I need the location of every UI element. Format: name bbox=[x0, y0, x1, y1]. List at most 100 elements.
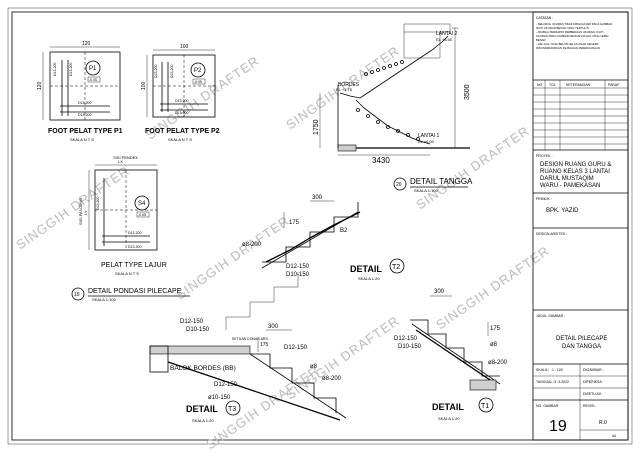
svg-text:DAN TANGGA: DAN TANGGA bbox=[562, 344, 601, 350]
footing-s4-title: PELAT TYPE LAJUR bbox=[101, 262, 167, 269]
tag-p1: P1 bbox=[89, 66, 97, 72]
svg-text:100: 100 bbox=[180, 44, 189, 50]
svg-text:DIGAMBAR :: DIGAMBAR : bbox=[583, 368, 604, 372]
svg-text:LANTAI 1: LANTAI 1 bbox=[418, 133, 440, 139]
svg-text:3 -3-2022: 3 -3-2022 bbox=[554, 380, 569, 384]
svg-text:D13-200: D13-200 bbox=[128, 231, 141, 235]
svg-text:- SELURUH UKURAN TIDAK DIBACA: - SELURUH UKURAN TIDAK DIBACA DARI PADA … bbox=[536, 22, 613, 26]
svg-text:DESIGN ARSITEK :: DESIGN ARSITEK : bbox=[536, 232, 567, 236]
svg-text:ø8-200: ø8-200 bbox=[242, 242, 262, 248]
svg-text:D13-200: D13-200 bbox=[78, 113, 91, 117]
detail-t3-title: DETAIL bbox=[186, 404, 218, 414]
footing-p2: 100 100 P2 -0.05 D13-200 D13-200 D13-200… bbox=[141, 44, 220, 142]
svg-text:D12-150: D12-150 bbox=[286, 264, 310, 270]
svg-text:NO: NO bbox=[537, 83, 543, 87]
svg-text:D12-150: D12-150 bbox=[180, 319, 204, 325]
svg-text:120: 120 bbox=[37, 81, 43, 90]
svg-text:D13-200: D13-200 bbox=[170, 65, 174, 78]
watermark-7: SINGGIH DRAFTER bbox=[433, 243, 552, 333]
svg-text:SKALA 1:100: SKALA 1:100 bbox=[92, 297, 117, 302]
svg-text:LX: LX bbox=[118, 159, 123, 164]
svg-text:LANTAI 2: LANTAI 2 bbox=[436, 31, 458, 37]
svg-text:NO. GAMBAR: NO. GAMBAR bbox=[536, 404, 559, 408]
drawing-title-1: DETAIL PILECAPE bbox=[556, 336, 607, 342]
svg-text:D12-150: D12-150 bbox=[394, 336, 418, 342]
stair-plan-marks bbox=[356, 60, 420, 141]
stair-dim-width: 3430 bbox=[372, 156, 390, 165]
detail-pondasi-label: 19 DETAIL PONDASI PILECAPE SKALA 1:100 bbox=[71, 287, 190, 302]
detail-t3: 300 175 D12-150 D10-150 BALOK BORDES (BB… bbox=[149, 272, 347, 423]
svg-text:-0.05: -0.05 bbox=[194, 80, 202, 84]
svg-text:UKURAN PADA GAMBAR DENGAN SKAL: UKURAN PADA GAMBAR DENGAN SKALA YANG LEB… bbox=[536, 34, 608, 38]
footing-s4: LX SISI PENDEK LY SISI PANJANG S4 -0.05 … bbox=[78, 155, 167, 276]
svg-text:-0.05: -0.05 bbox=[89, 78, 97, 82]
outer-frame bbox=[7, 7, 633, 445]
svg-text:EL +1.75: EL +1.75 bbox=[336, 87, 353, 92]
svg-text:ø8-200: ø8-200 bbox=[488, 360, 508, 366]
owner-name: BPK. YAZID bbox=[546, 208, 579, 214]
stair-dim-height: 3500 bbox=[464, 84, 471, 100]
svg-text:D13-200: D13-200 bbox=[69, 63, 73, 76]
svg-text:- APABILA TERDAPAT PERBEDAAN U: - APABILA TERDAPAT PERBEDAAN UKURAN, IKU… bbox=[536, 30, 604, 34]
stair-plan: 3500 1750 3430 LANTAI 2 EL +3.50 BORDES … bbox=[313, 23, 471, 165]
svg-text:175: 175 bbox=[260, 342, 269, 348]
svg-text:TANGGAL :: TANGGAL : bbox=[536, 380, 554, 384]
svg-text:BORDES: BORDES bbox=[338, 82, 360, 88]
detail-tangga-title: DETAIL TANGGA bbox=[410, 177, 473, 186]
detail-t1: 300 175 D12-150 D10-150 ø8 ø8-200 DETAIL… bbox=[394, 289, 508, 421]
svg-text:LY: LY bbox=[83, 210, 88, 215]
svg-text:SKALA N T S: SKALA N T S bbox=[70, 137, 94, 142]
svg-text:SKALA 1:20: SKALA 1:20 bbox=[192, 418, 214, 423]
detail-t3-tag: T3 bbox=[228, 406, 236, 413]
svg-text:PROYEK :: PROYEK : bbox=[536, 154, 553, 158]
svg-text:PEMILIK :: PEMILIK : bbox=[536, 197, 552, 201]
svg-text:EL ±0.00: EL ±0.00 bbox=[418, 139, 435, 144]
svg-text:CATATAN :: CATATAN : bbox=[536, 16, 553, 20]
svg-text:ø8: ø8 bbox=[490, 342, 498, 348]
svg-text:19: 19 bbox=[74, 292, 80, 298]
svg-text:DARUL MUSTAQIM: DARUL MUSTAQIM bbox=[540, 176, 594, 182]
svg-text:SETUAN DONAR ARS: SETUAN DONAR ARS bbox=[232, 337, 268, 341]
footing-p2-title: FOOT PELAT TYPE P2 bbox=[145, 128, 220, 135]
svg-text:D13-200: D13-200 bbox=[175, 99, 188, 103]
svg-text:- HAL-HAL YANG BELUM JELAS AGA: - HAL-HAL YANG BELUM JELAS AGAR SEGERA bbox=[536, 42, 599, 46]
tag-s4: S4 bbox=[138, 201, 146, 207]
svg-text:300: 300 bbox=[312, 195, 323, 201]
svg-text:B2: B2 bbox=[340, 228, 348, 234]
svg-text:100: 100 bbox=[141, 81, 147, 90]
svg-text:SKALA :: SKALA : bbox=[536, 368, 549, 372]
title-block: CATATAN : - SELURUH UKURAN TIDAK DIBACA … bbox=[532, 11, 629, 441]
svg-text:SKALA N T S: SKALA N T S bbox=[168, 137, 192, 142]
svg-text:DISETUJUI :: DISETUJUI : bbox=[583, 392, 603, 396]
svg-text:D13-200: D13-200 bbox=[154, 65, 158, 78]
detail-t2-title: DETAIL bbox=[350, 264, 382, 274]
svg-text:SISI PANJANG: SISI PANJANG bbox=[78, 198, 83, 225]
detail-t2-tag: T2 bbox=[392, 264, 400, 271]
svg-text:R.0: R.0 bbox=[599, 420, 607, 426]
svg-text:BESAR: BESAR bbox=[536, 38, 545, 42]
detail-t1-title: DETAIL bbox=[432, 402, 464, 412]
svg-text:20: 20 bbox=[396, 182, 402, 188]
svg-text:SKALA 1:100: SKALA 1:100 bbox=[414, 188, 439, 193]
footing-p1-title: FOOT PELAT TYPE P1 bbox=[48, 128, 123, 135]
svg-text:D13-200: D13-200 bbox=[175, 111, 188, 115]
svg-text:300: 300 bbox=[268, 324, 279, 330]
svg-text:SISI PENDEK: SISI PENDEK bbox=[113, 155, 138, 160]
svg-text:REVISI :: REVISI : bbox=[583, 404, 596, 408]
svg-text:ø8-200: ø8-200 bbox=[322, 376, 342, 382]
svg-text:D12-150: D12-150 bbox=[214, 382, 238, 388]
svg-text:BALOK BORDES (BB): BALOK BORDES (BB) bbox=[170, 365, 236, 372]
svg-text:D12-150: D12-150 bbox=[284, 345, 308, 351]
svg-text:D10-150: D10-150 bbox=[398, 344, 422, 350]
tag-p2: P2 bbox=[194, 68, 202, 74]
svg-text:SKALA 1:20: SKALA 1:20 bbox=[438, 416, 460, 421]
svg-text:D13-200: D13-200 bbox=[128, 245, 141, 249]
detail-tangga-label: 20 DETAIL TANGGA SKALA 1:100 bbox=[393, 177, 473, 193]
project-line-1: DESIGN RUANG GURU & bbox=[540, 162, 611, 168]
watermark-2: SINGGIH DRAFTER bbox=[13, 163, 132, 253]
svg-text:ø10-150: ø10-150 bbox=[208, 395, 231, 401]
sheet-number: 19 bbox=[549, 418, 567, 435]
svg-text:PARAF: PARAF bbox=[608, 83, 619, 87]
svg-text:1 : 100: 1 : 100 bbox=[552, 368, 563, 372]
